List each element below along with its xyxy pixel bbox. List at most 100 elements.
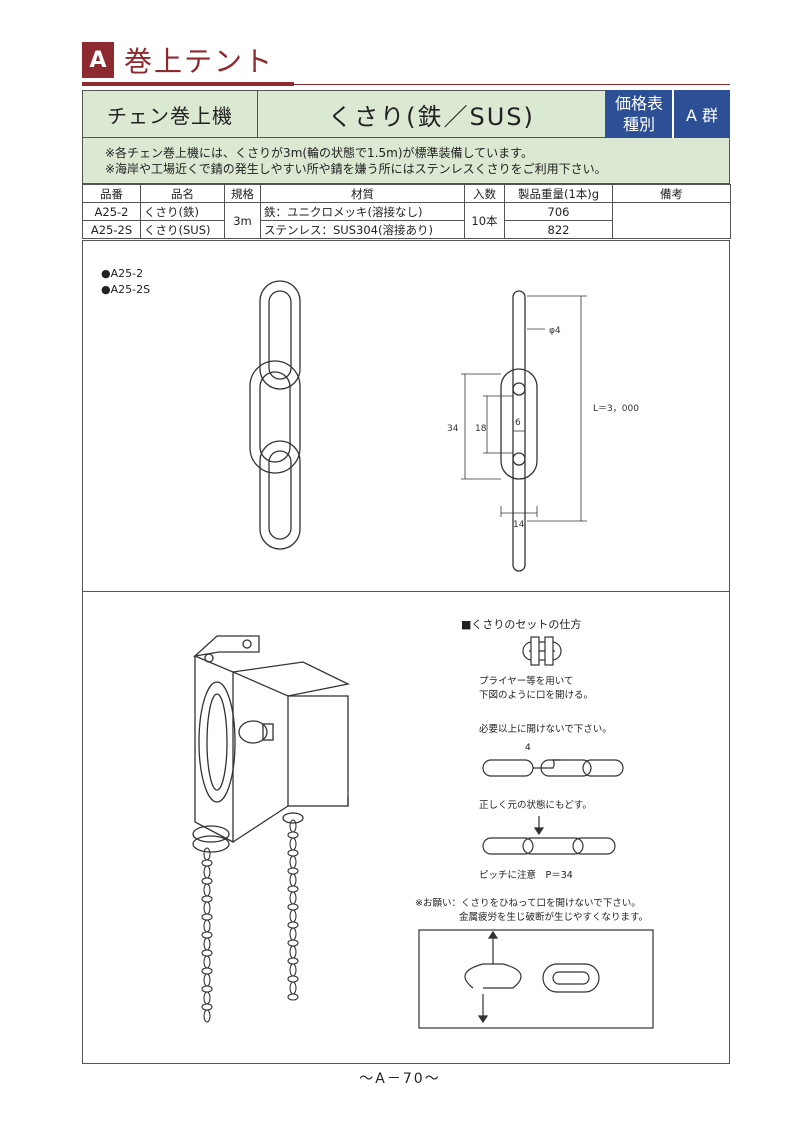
chain-link (287, 993, 299, 1001)
chain-link (203, 973, 211, 987)
cell-weight: 706 (504, 202, 613, 221)
hanging-chain (201, 847, 213, 1023)
dim-34-label: 34 (447, 424, 459, 434)
chain-link (203, 937, 211, 951)
hanging-chain (287, 819, 299, 1001)
cell-spec: 3m (224, 202, 261, 239)
category-cell: チェン巻上機 (82, 90, 258, 138)
chain-drawing-panel: ●A25-2 ●A25-2S (82, 240, 730, 592)
chain-figure: 34 18 6 14 φ4 L＝3，000 (249, 280, 639, 572)
chain-link (201, 913, 213, 921)
chain-link (203, 883, 211, 897)
chain-link (203, 1009, 211, 1023)
dim-length-label: L＝3，000 (593, 404, 639, 414)
chain-link (287, 867, 299, 875)
cell-code: A25-2S (82, 220, 141, 239)
note-box: ※各チェン巻上機には、くさりが3m(輪の状態で1.5m)が標準装備しています。 … (82, 138, 730, 184)
product-title-cell: くさり(鉄／SUS) (258, 90, 606, 138)
winch-figure: ■くさりのセットの仕方 プライヤー等を用いて 下図のように口を開ける。 必要以上… (192, 617, 654, 1029)
chain-link (201, 895, 213, 903)
dim-phi-label: φ4 (549, 326, 561, 336)
housing-front (287, 695, 349, 807)
spec-table: 品番 品名 規格 材質 入数 製品重量(1本)g 備考 A25-2 くさり(鉄)… (82, 184, 731, 239)
step3-text: 正しく元の状態にもどす。 (479, 799, 592, 811)
col-material: 材質 (260, 184, 465, 203)
chain-link (201, 877, 213, 885)
drum (198, 681, 236, 803)
warning-figure-frame (418, 929, 654, 1029)
chain-link (249, 360, 301, 474)
table-header-row: 品番 品名 規格 材質 入数 製品重量(1本)g 備考 (82, 184, 731, 203)
chain-link (201, 967, 213, 975)
chain-link (201, 931, 213, 939)
cell-weight: 822 (504, 220, 613, 239)
cell-code: A25-2 (82, 202, 141, 221)
section-letter-badge: A (82, 42, 114, 78)
price-table-badge: 価格表 種別 (606, 90, 674, 138)
step1-line2: 下図のように口を開ける。 (479, 690, 593, 701)
chain-link (287, 849, 299, 857)
cell-remarks (612, 202, 731, 239)
housing-top (230, 661, 351, 697)
step4-text: ピッチに注意 P＝34 (479, 869, 573, 881)
chain-link (289, 945, 297, 959)
cell-material: ステンレス：SUS304(溶接あり) (260, 220, 465, 239)
note-line-1: ※各チェン巻上機には、くさりが3m(輪の状態で1.5m)が標準装備しています。 (105, 146, 533, 160)
step1-line1: プライヤー等を用いて (479, 675, 573, 687)
step2-text: 必要以上に開けないで下さい。 (479, 723, 612, 735)
product-code-label: ●A25-2S (101, 283, 151, 296)
chain-link (201, 985, 213, 993)
mount-bracket (192, 635, 260, 658)
col-weight: 製品重量(1本)g (504, 184, 613, 203)
chain-link (203, 865, 211, 879)
chain-link-inner (268, 290, 292, 380)
chain-link (259, 280, 301, 390)
twisted-link (464, 963, 522, 989)
chain-link-inner (259, 371, 291, 463)
table-row: A25-2S くさり(SUS) ステンレス：SUS304(溶接あり) 822 (82, 220, 731, 239)
chain-link (201, 949, 213, 957)
col-name: 品名 (140, 184, 225, 203)
set-method-heading: ■くさりのセットの仕方 (461, 617, 581, 631)
chain-link (289, 891, 297, 905)
col-qty: 入数 (464, 184, 505, 203)
chain-link (287, 975, 299, 983)
group-badge: A 群 (674, 90, 730, 138)
chain-link-inner (268, 450, 292, 540)
section-rule (82, 82, 294, 86)
chain-link (289, 819, 297, 833)
dim-6-label: 6 (515, 418, 521, 428)
section-title: 巻上テント (124, 45, 275, 78)
chain-link (287, 885, 299, 893)
chain-link (289, 909, 297, 923)
chain-link (201, 1003, 213, 1011)
chain-link (289, 873, 297, 887)
price-type-label: 種別 (622, 115, 655, 134)
link-set-illustration (522, 641, 562, 661)
col-remarks: 備考 (612, 184, 731, 203)
chain-link (203, 847, 211, 861)
col-spec: 規格 (224, 184, 261, 203)
chain-link (203, 919, 211, 933)
table-row: A25-2 くさり(鉄) 3m 鉄：ユニクロメッキ(溶接なし) 10本 706 (82, 202, 731, 239)
chain-link-front (500, 368, 538, 480)
cell-name: くさり(SUS) (140, 220, 225, 239)
chain-link (287, 957, 299, 965)
chain-guide (192, 825, 230, 843)
step2-dim: 4 (525, 743, 531, 753)
chain-link (201, 859, 213, 867)
chain-link (289, 927, 297, 941)
price-table-label: 価格表 (614, 94, 663, 113)
chain-link (289, 855, 297, 869)
chain-link (289, 837, 297, 851)
page-number: ～A－70～ (359, 1071, 441, 1087)
chain-link (287, 831, 299, 839)
knob (238, 720, 268, 744)
product-code-label: ●A25-2 (101, 267, 144, 280)
chain-link (289, 981, 297, 995)
chain-link (287, 921, 299, 929)
cell-material: 鉄：ユニクロメッキ(溶接なし) (260, 202, 465, 221)
chain-closed-illustration (482, 837, 534, 855)
cell-name: くさり(鉄) (140, 202, 225, 221)
chain-open-illustration (482, 759, 534, 777)
